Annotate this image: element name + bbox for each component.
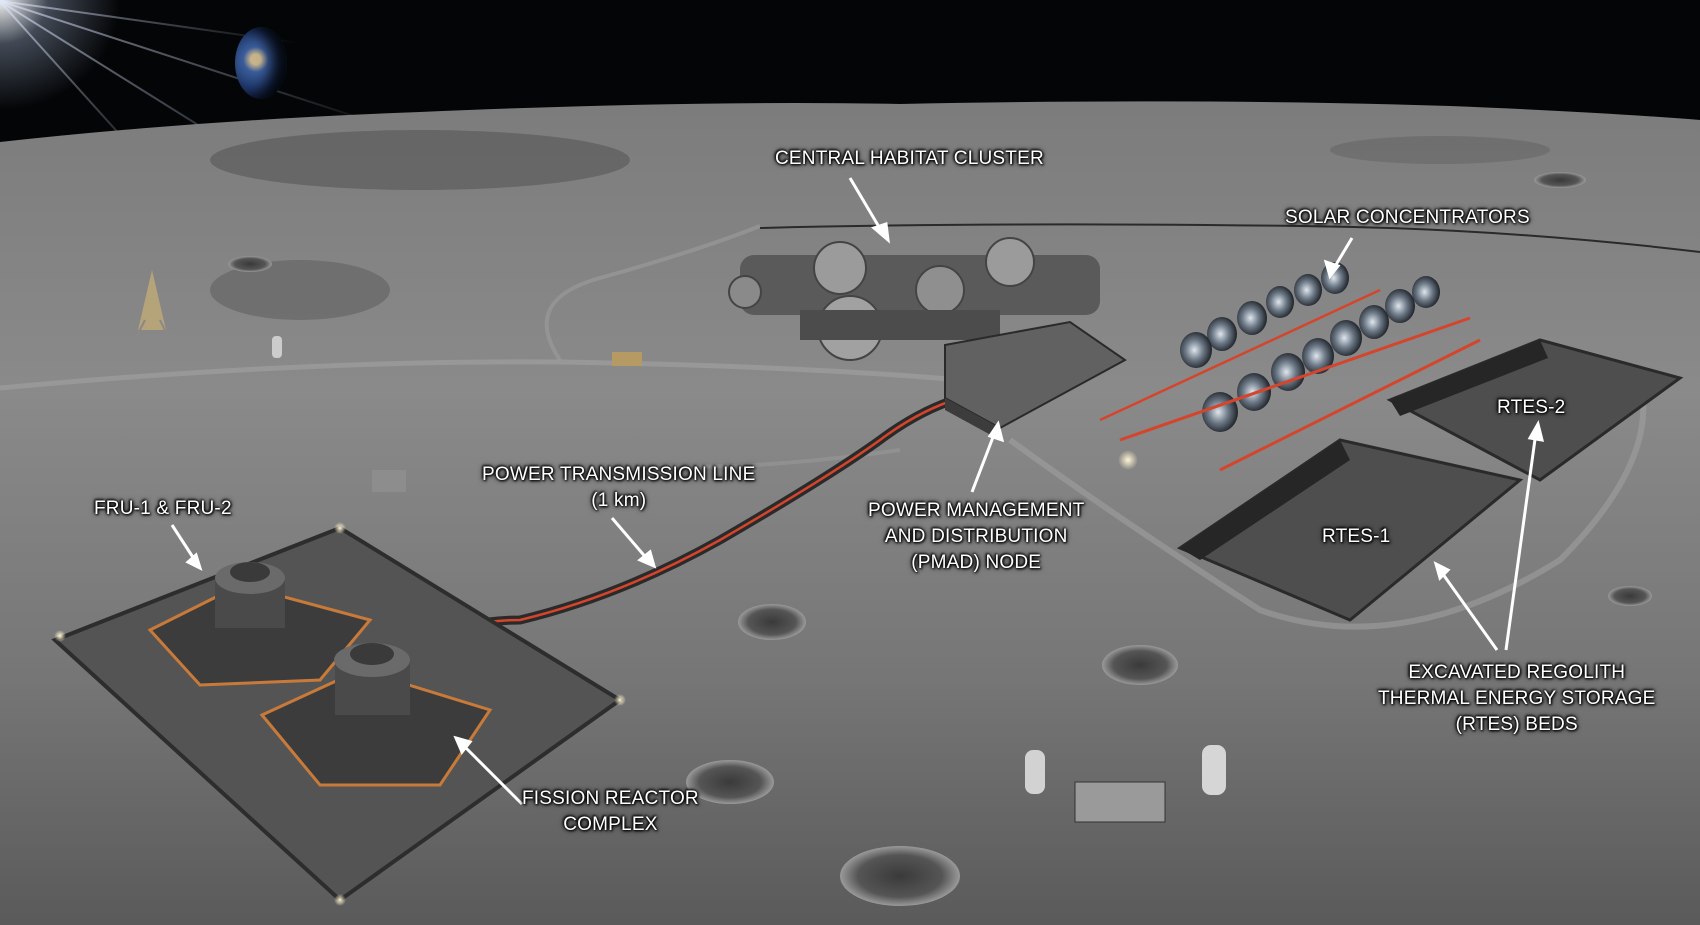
- arrow-power-line: [610, 517, 650, 561]
- road: [544, 224, 761, 362]
- label-line: (1 km): [591, 490, 647, 511]
- rtes-2-wall: [1390, 340, 1548, 416]
- arrow-head: [871, 221, 890, 244]
- crater: [1608, 586, 1652, 606]
- label-line: (PMAD) NODE: [911, 552, 1042, 573]
- earth-icon: [235, 27, 287, 99]
- fission-reactor-complex: [51, 525, 624, 903]
- pmad-node: [944, 320, 1127, 440]
- solar-heat-pipe: [1099, 288, 1381, 422]
- label-line: RTES-2: [1497, 397, 1566, 418]
- lander-icon: [131, 270, 173, 346]
- arrow-habitat: [848, 177, 884, 233]
- light-glow: [334, 894, 346, 906]
- arrow-head: [453, 735, 473, 755]
- label-fission-reactor-complex: FISSION REACTOR COMPLEX: [522, 786, 699, 838]
- crater: [1330, 136, 1550, 164]
- arrow-head: [1323, 259, 1341, 280]
- rtes-beds: [1176, 338, 1684, 622]
- label-line: SOLAR CONCENTRATORS: [1285, 207, 1530, 228]
- light-glow: [614, 694, 626, 706]
- label-fru: FRU-1 & FRU-2: [94, 496, 232, 522]
- crater: [738, 604, 806, 640]
- light-glow: [1118, 450, 1138, 470]
- callout-arrows: [170, 177, 1545, 806]
- crater: [1534, 172, 1586, 188]
- solar-heat-pipe: [1119, 316, 1471, 442]
- rover-icon: [1074, 781, 1166, 823]
- label-line: RTES-1: [1322, 526, 1391, 547]
- label-rtes-beds: EXCAVATED REGOLITH THERMAL ENERGY STORAG…: [1378, 660, 1656, 738]
- label-line: AND DISTRIBUTION: [884, 526, 1068, 547]
- astronaut-icon: [272, 336, 282, 358]
- crater: [228, 256, 272, 272]
- label-line: EXCAVATED REGOLITH: [1408, 662, 1626, 683]
- rover-icon: [612, 352, 642, 366]
- label-line: CENTRAL HABITAT CLUSTER: [775, 148, 1044, 169]
- label-rtes-2: RTES-2: [1497, 395, 1565, 421]
- solar-heat-pipe: [1219, 338, 1481, 472]
- label-rtes-1: RTES-1: [1322, 524, 1390, 550]
- arrow-head: [185, 552, 203, 571]
- astronaut-icon: [1025, 750, 1045, 794]
- label-line: POWER TRANSMISSION LINE: [482, 464, 756, 485]
- label-central-habitat-cluster: CENTRAL HABITAT CLUSTER: [775, 146, 1044, 172]
- rtes-1-bed: [1176, 438, 1524, 622]
- light-glow: [54, 630, 66, 642]
- arrow-pmad: [970, 431, 997, 493]
- astronaut-icon: [1202, 745, 1226, 795]
- rover-icon: [372, 470, 406, 492]
- light-glow: [334, 522, 346, 534]
- arrow-reactor: [462, 744, 524, 806]
- label-line: POWER MANAGEMENT: [868, 500, 1085, 521]
- rtes-1-wall: [1180, 440, 1350, 560]
- label-pmad-node: POWER MANAGEMENT AND DISTRIBUTION (PMAD)…: [868, 498, 1084, 576]
- arrow-head: [637, 549, 657, 569]
- road: [0, 359, 961, 391]
- label-line: FISSION REACTOR: [522, 788, 699, 809]
- crater: [840, 846, 960, 906]
- arrow-rtes1: [1438, 569, 1499, 651]
- power-cable-red: [419, 396, 961, 642]
- arrow-fru: [170, 524, 198, 563]
- arrow-solar: [1332, 237, 1354, 269]
- crater: [686, 760, 774, 804]
- arrow-head: [1527, 420, 1545, 442]
- crater: [1102, 645, 1178, 685]
- crater: [210, 130, 630, 190]
- label-line: COMPLEX: [563, 814, 658, 835]
- arrow-rtes2: [1504, 431, 1538, 651]
- crater: [210, 260, 390, 320]
- label-line: (RTES) BEDS: [1455, 714, 1578, 735]
- central-habitat-cluster: [728, 237, 1100, 361]
- label-line: THERMAL ENERGY STORAGE: [1378, 688, 1656, 709]
- arrow-head: [987, 420, 1005, 443]
- label-line: FRU-1 & FRU-2: [94, 498, 232, 519]
- reactor-fru-1: [215, 562, 285, 628]
- label-power-transmission-line: POWER TRANSMISSION LINE (1 km): [482, 462, 755, 514]
- road: [1008, 379, 1647, 630]
- reactor-fru-2: [334, 643, 410, 715]
- label-solar-concentrators: SOLAR CONCENTRATORS: [1285, 205, 1530, 231]
- solar-concentrators: [1099, 262, 1481, 472]
- arrow-head: [1433, 561, 1451, 581]
- perimeter-cable: [759, 223, 1700, 253]
